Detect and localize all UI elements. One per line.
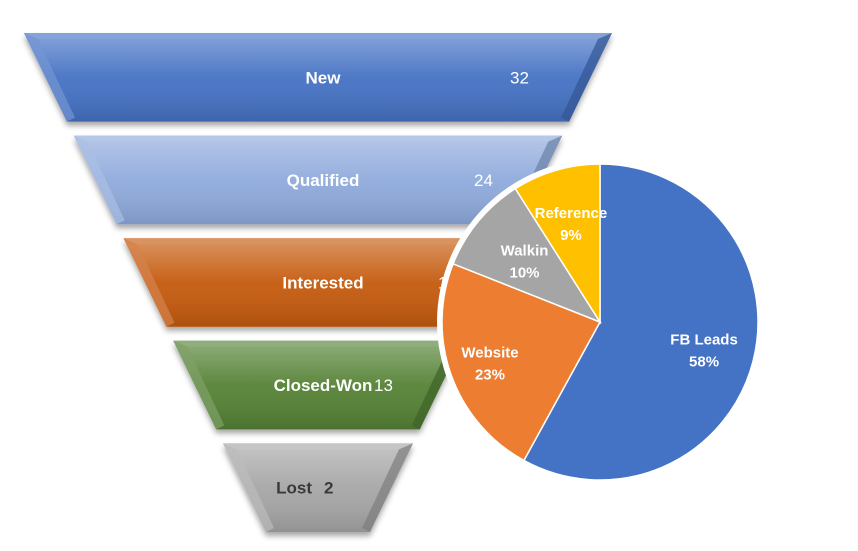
pie-slice-website: Website 23% bbox=[441, 262, 602, 462]
pie-chart: FB Leads 58% Website 23% Walkin 10% Reference 9… bbox=[437, 159, 763, 485]
funnel-value-new: 32 bbox=[510, 68, 529, 87]
funnel-segment-new: New 32 bbox=[24, 33, 612, 122]
pie-percent-website: 23% bbox=[475, 367, 505, 384]
funnel-label-interested: Interested bbox=[282, 274, 363, 293]
pie-percent-reference: 9% bbox=[560, 227, 582, 244]
funnel-segment-lost: Lost 2 bbox=[223, 443, 413, 532]
pie-slice-reference: Reference 9% bbox=[514, 163, 608, 325]
pie-label-walkin: Walkin bbox=[501, 243, 549, 260]
pie-label-reference: Reference bbox=[535, 205, 608, 222]
funnel-value-closed-won: 13 bbox=[374, 376, 393, 395]
pie-slice-fb-leads: FB Leads 58% bbox=[522, 163, 759, 481]
funnel-value-qualified: 24 bbox=[474, 171, 493, 190]
funnel-label-lost: Lost bbox=[276, 479, 312, 498]
pie-percent-walkin: 10% bbox=[510, 265, 540, 282]
pie-label-fb-leads: FB Leads bbox=[670, 332, 738, 349]
funnel-label-new: New bbox=[306, 68, 342, 87]
funnel-label-qualified: Qualified bbox=[287, 171, 360, 190]
pie-slice-walkin: Walkin 10% bbox=[452, 187, 602, 324]
pie-label-website: Website bbox=[461, 345, 518, 362]
funnel-label-closed-won: Closed-Won bbox=[274, 376, 373, 395]
funnel-segment-qualified: Qualified 24 bbox=[73, 135, 563, 225]
pie-percent-fb-leads: 58% bbox=[689, 354, 719, 371]
funnel-value-lost: 2 bbox=[324, 479, 333, 498]
funnel-segment-interested: Interested18 bbox=[123, 238, 513, 327]
